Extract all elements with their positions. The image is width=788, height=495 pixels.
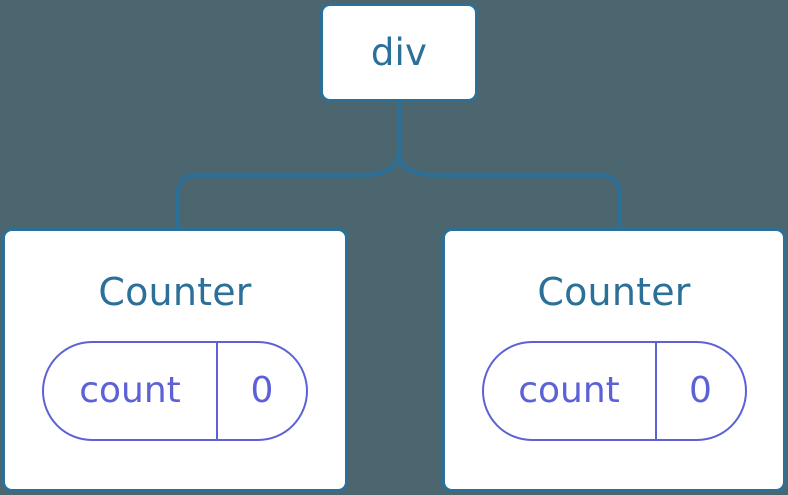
state-pill-right[interactable]: count 0 [481, 341, 747, 441]
state-pill-left-key: count [44, 343, 218, 439]
state-pill-left-value: 0 [250, 370, 274, 411]
node-root-div[interactable]: div [320, 3, 478, 102]
node-counter-right-title: Counter [537, 270, 691, 314]
connector-to-right-child [397, 148, 622, 230]
node-counter-left[interactable]: Counter count 0 [2, 228, 348, 492]
node-counter-right[interactable]: Counter count 0 [442, 228, 786, 492]
state-pill-right-key: count [484, 343, 657, 439]
node-root-label: div [370, 31, 428, 74]
node-counter-left-title: Counter [98, 270, 252, 314]
connector-to-left-child [176, 148, 401, 230]
state-pill-left[interactable]: count 0 [42, 341, 308, 441]
state-pill-right-value: 0 [689, 370, 712, 411]
